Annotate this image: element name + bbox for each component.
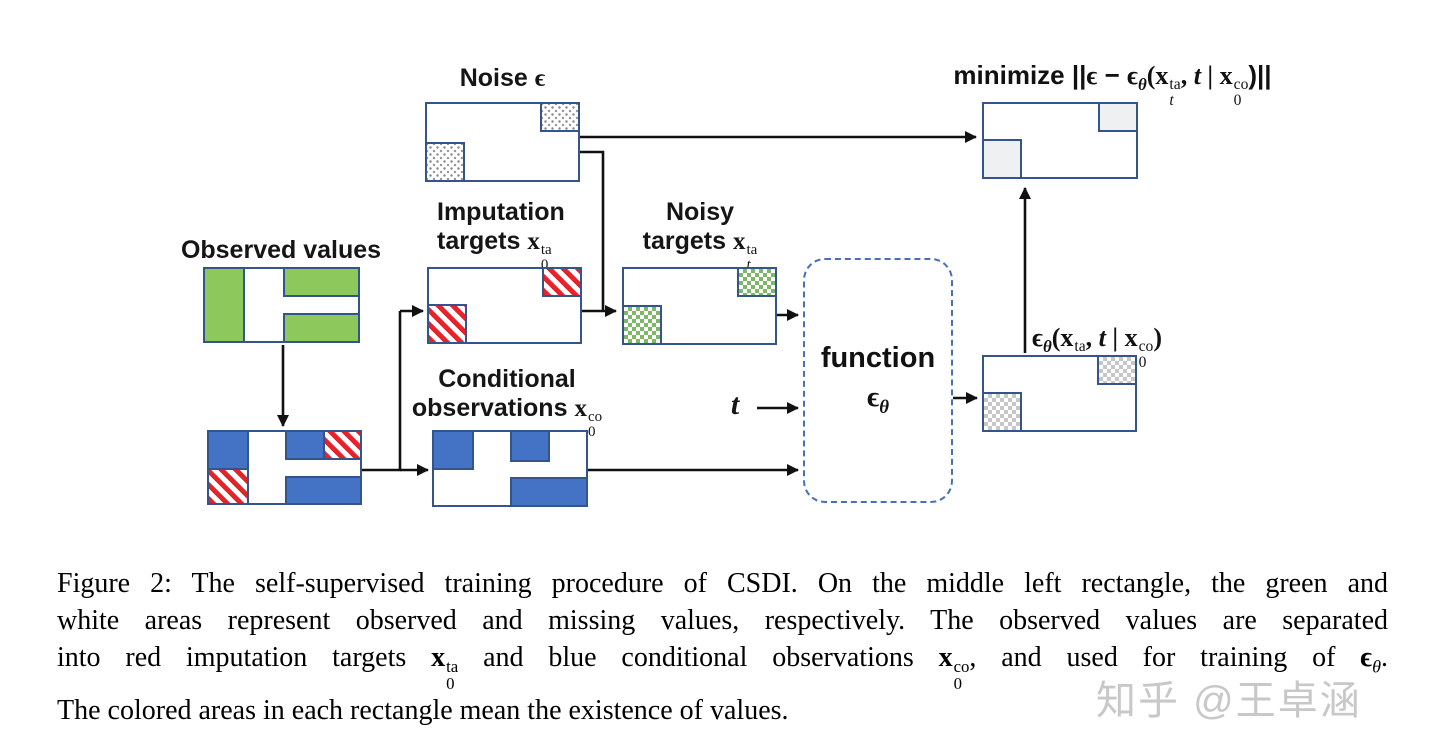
output-cell-bottom-left bbox=[982, 392, 1022, 432]
observed-bottom-bar bbox=[283, 313, 360, 343]
conditional-cell-top-middle bbox=[510, 430, 550, 462]
imputation-cell-top-right bbox=[542, 267, 582, 297]
split-cell-bottom-left-red bbox=[207, 468, 249, 505]
minimize-cell-top-right bbox=[1098, 102, 1138, 132]
observed-top-bar bbox=[283, 267, 360, 297]
caption-line-1: Figure 2: The self-supervised training p… bbox=[57, 568, 1388, 599]
zhihu-watermark: 知乎 @王卓涵 bbox=[1096, 679, 1362, 723]
split-top-bar-blue bbox=[285, 430, 325, 460]
t-input-label: t bbox=[730, 388, 740, 421]
output-cell-top-right bbox=[1097, 355, 1137, 385]
function-epsilon-theta: ϵθ bbox=[867, 381, 889, 418]
conditional-bottom-bar bbox=[510, 477, 588, 507]
noise-label: Noise ϵ bbox=[459, 64, 546, 92]
epsilon-symbol: ϵ bbox=[534, 65, 546, 92]
minimize-cell-bottom-left bbox=[982, 139, 1022, 179]
conditional-cell-top-left bbox=[432, 430, 474, 470]
split-top-bar-red bbox=[323, 430, 362, 460]
noise-cell-bottom-left bbox=[425, 142, 465, 182]
imputation-targets-box bbox=[427, 267, 582, 344]
caption-line-2: white areas represent observed and missi… bbox=[57, 605, 1388, 636]
caption-line-4: The colored areas in each rectangle mean… bbox=[57, 694, 789, 726]
figure-caption: Figure 2: The self-supervised training p… bbox=[57, 565, 1388, 729]
observed-values-label: Observed values bbox=[180, 236, 382, 264]
split-observed-box bbox=[207, 430, 362, 505]
output-box bbox=[982, 355, 1137, 432]
epsilon-theta-symbol: ϵ bbox=[1127, 61, 1138, 90]
epsilon-symbol: ϵ bbox=[1086, 61, 1098, 90]
function-box: function ϵθ bbox=[803, 258, 953, 503]
noise-cell-top-right bbox=[540, 102, 580, 132]
noisy-cell-top-right bbox=[737, 267, 777, 297]
split-bottom-bar-blue bbox=[285, 476, 362, 505]
observed-values-box bbox=[203, 267, 360, 343]
observed-left-column bbox=[203, 267, 245, 343]
noise-box bbox=[425, 102, 580, 182]
minimize-result-box bbox=[982, 102, 1138, 179]
conditional-observations-box bbox=[432, 430, 588, 507]
imputation-cell-bottom-left bbox=[427, 304, 467, 344]
split-cell-top-left-blue bbox=[207, 430, 249, 470]
noisy-cell-bottom-left bbox=[622, 305, 662, 345]
function-label: function bbox=[820, 342, 936, 375]
line-split-branch bbox=[362, 311, 402, 472]
noisy-targets-box bbox=[622, 267, 777, 345]
